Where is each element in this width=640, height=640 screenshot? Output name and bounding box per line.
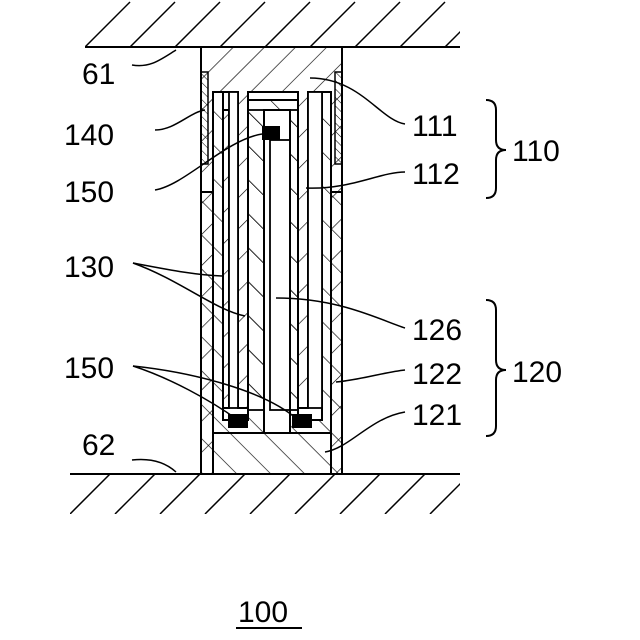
label-126: 126 (412, 314, 462, 347)
leader-lines (132, 50, 405, 472)
label-110: 110 (512, 135, 560, 168)
label-121: 121 (412, 399, 462, 432)
coating-140-left (201, 72, 208, 164)
label-111: 111 (412, 110, 458, 143)
coating-140-right (335, 72, 342, 164)
label-150-top: 150 (64, 176, 114, 209)
element-150-bottom-left (228, 414, 248, 428)
label-130: 130 (64, 251, 114, 284)
bottom-plate-62 (70, 474, 470, 514)
label-140: 140 (64, 119, 114, 152)
label-61: 61 (82, 58, 115, 91)
label-62: 62 (82, 429, 115, 462)
label-112: 112 (412, 158, 460, 191)
top-plate-61 (85, 2, 490, 47)
brace-110 (486, 100, 506, 198)
label-120: 120 (512, 356, 562, 389)
element-150-bottom-right (292, 414, 312, 428)
brace-120 (486, 300, 506, 436)
label-150-bottom: 150 (64, 352, 114, 385)
element-150-top (262, 126, 280, 140)
label-122: 122 (412, 358, 462, 391)
figure-number: 100 (238, 596, 288, 629)
